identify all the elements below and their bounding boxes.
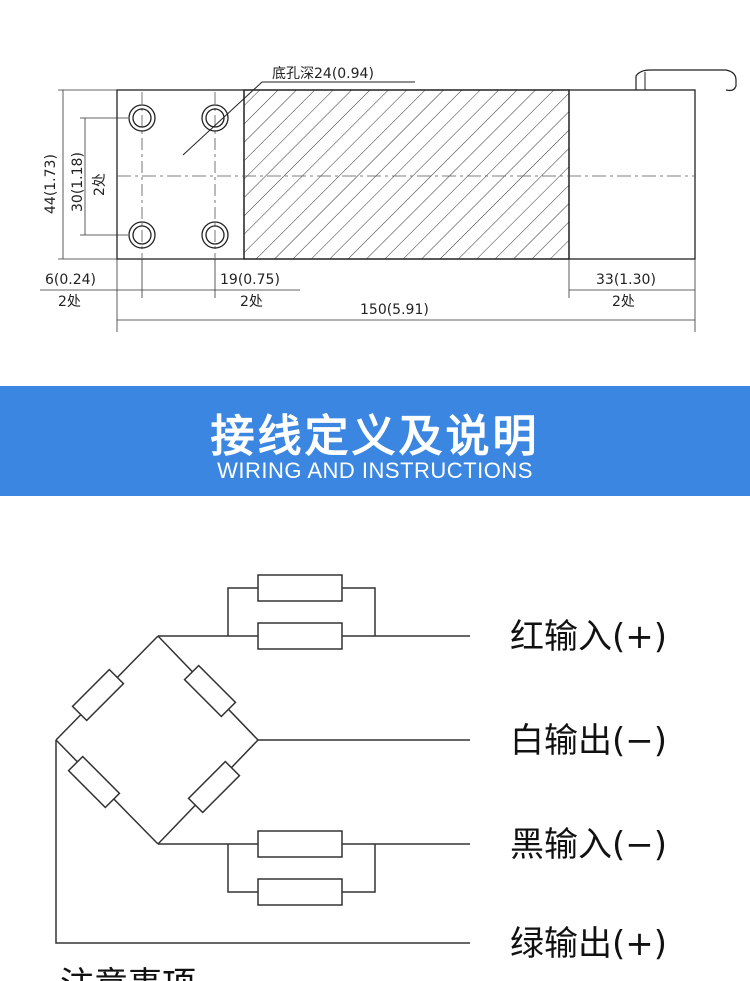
dim-hole-pitch: 19(0.75) xyxy=(220,272,280,288)
red-parallel-resistor-bottom xyxy=(257,622,343,650)
dim-height-inner: 30(1.18) xyxy=(70,152,86,212)
wire-label-white-output: 白输出(−) xyxy=(510,721,667,761)
dim-height-inner-count: 2处 xyxy=(92,173,108,196)
wiring-diagram: 红输入(+) 白输出(−) 黑输入(−) 绿输出(+) 注意事项 xyxy=(55,574,667,981)
bridge-resistor xyxy=(183,664,237,718)
wire-label-green-output: 绿输出(+) xyxy=(510,924,667,964)
dim-right-hole-count: 2处 xyxy=(612,294,635,310)
wire-label-black-input: 黑输入(−) xyxy=(510,825,667,865)
footer-partial-text: 注意事项 xyxy=(60,965,196,981)
hole xyxy=(128,221,156,249)
dim-left-offset-count: 2处 xyxy=(58,294,81,310)
dim-total-length: 150(5.91) xyxy=(360,302,429,318)
bridge-resistor xyxy=(67,755,121,809)
black-parallel-resistor-top xyxy=(257,830,343,858)
dim-hole-pitch-count: 2处 xyxy=(240,294,263,310)
banner-subtitle: WIRING AND INSTRUCTIONS xyxy=(217,458,533,483)
dim-left-offset: 6(0.24) xyxy=(45,272,96,288)
hole xyxy=(128,104,156,132)
hole xyxy=(201,104,229,132)
black-parallel-resistor-bottom xyxy=(257,878,343,906)
hole xyxy=(201,221,229,249)
cable-stub xyxy=(635,69,737,92)
load-cell-dimension-drawing: 底孔深24(0.94) 44(1.73) 30(1.18) 2处 6(0.24)… xyxy=(40,66,737,332)
mounting-holes xyxy=(128,104,229,249)
bridge-resistor xyxy=(187,760,241,814)
hole-depth-note: 底孔深24(0.94) xyxy=(272,66,374,82)
section-banner: 接线定义及说明 WIRING AND INSTRUCTIONS xyxy=(0,386,750,496)
hatched-zone xyxy=(243,89,570,260)
wire-label-red-input: 红输入(+) xyxy=(510,617,667,657)
banner-title: 接线定义及说明 xyxy=(210,411,540,462)
bridge-resistor xyxy=(71,668,125,722)
red-parallel-resistor-top xyxy=(257,574,343,602)
dim-right-hole: 33(1.30) xyxy=(596,272,656,288)
dim-height-total: 44(1.73) xyxy=(43,154,59,214)
